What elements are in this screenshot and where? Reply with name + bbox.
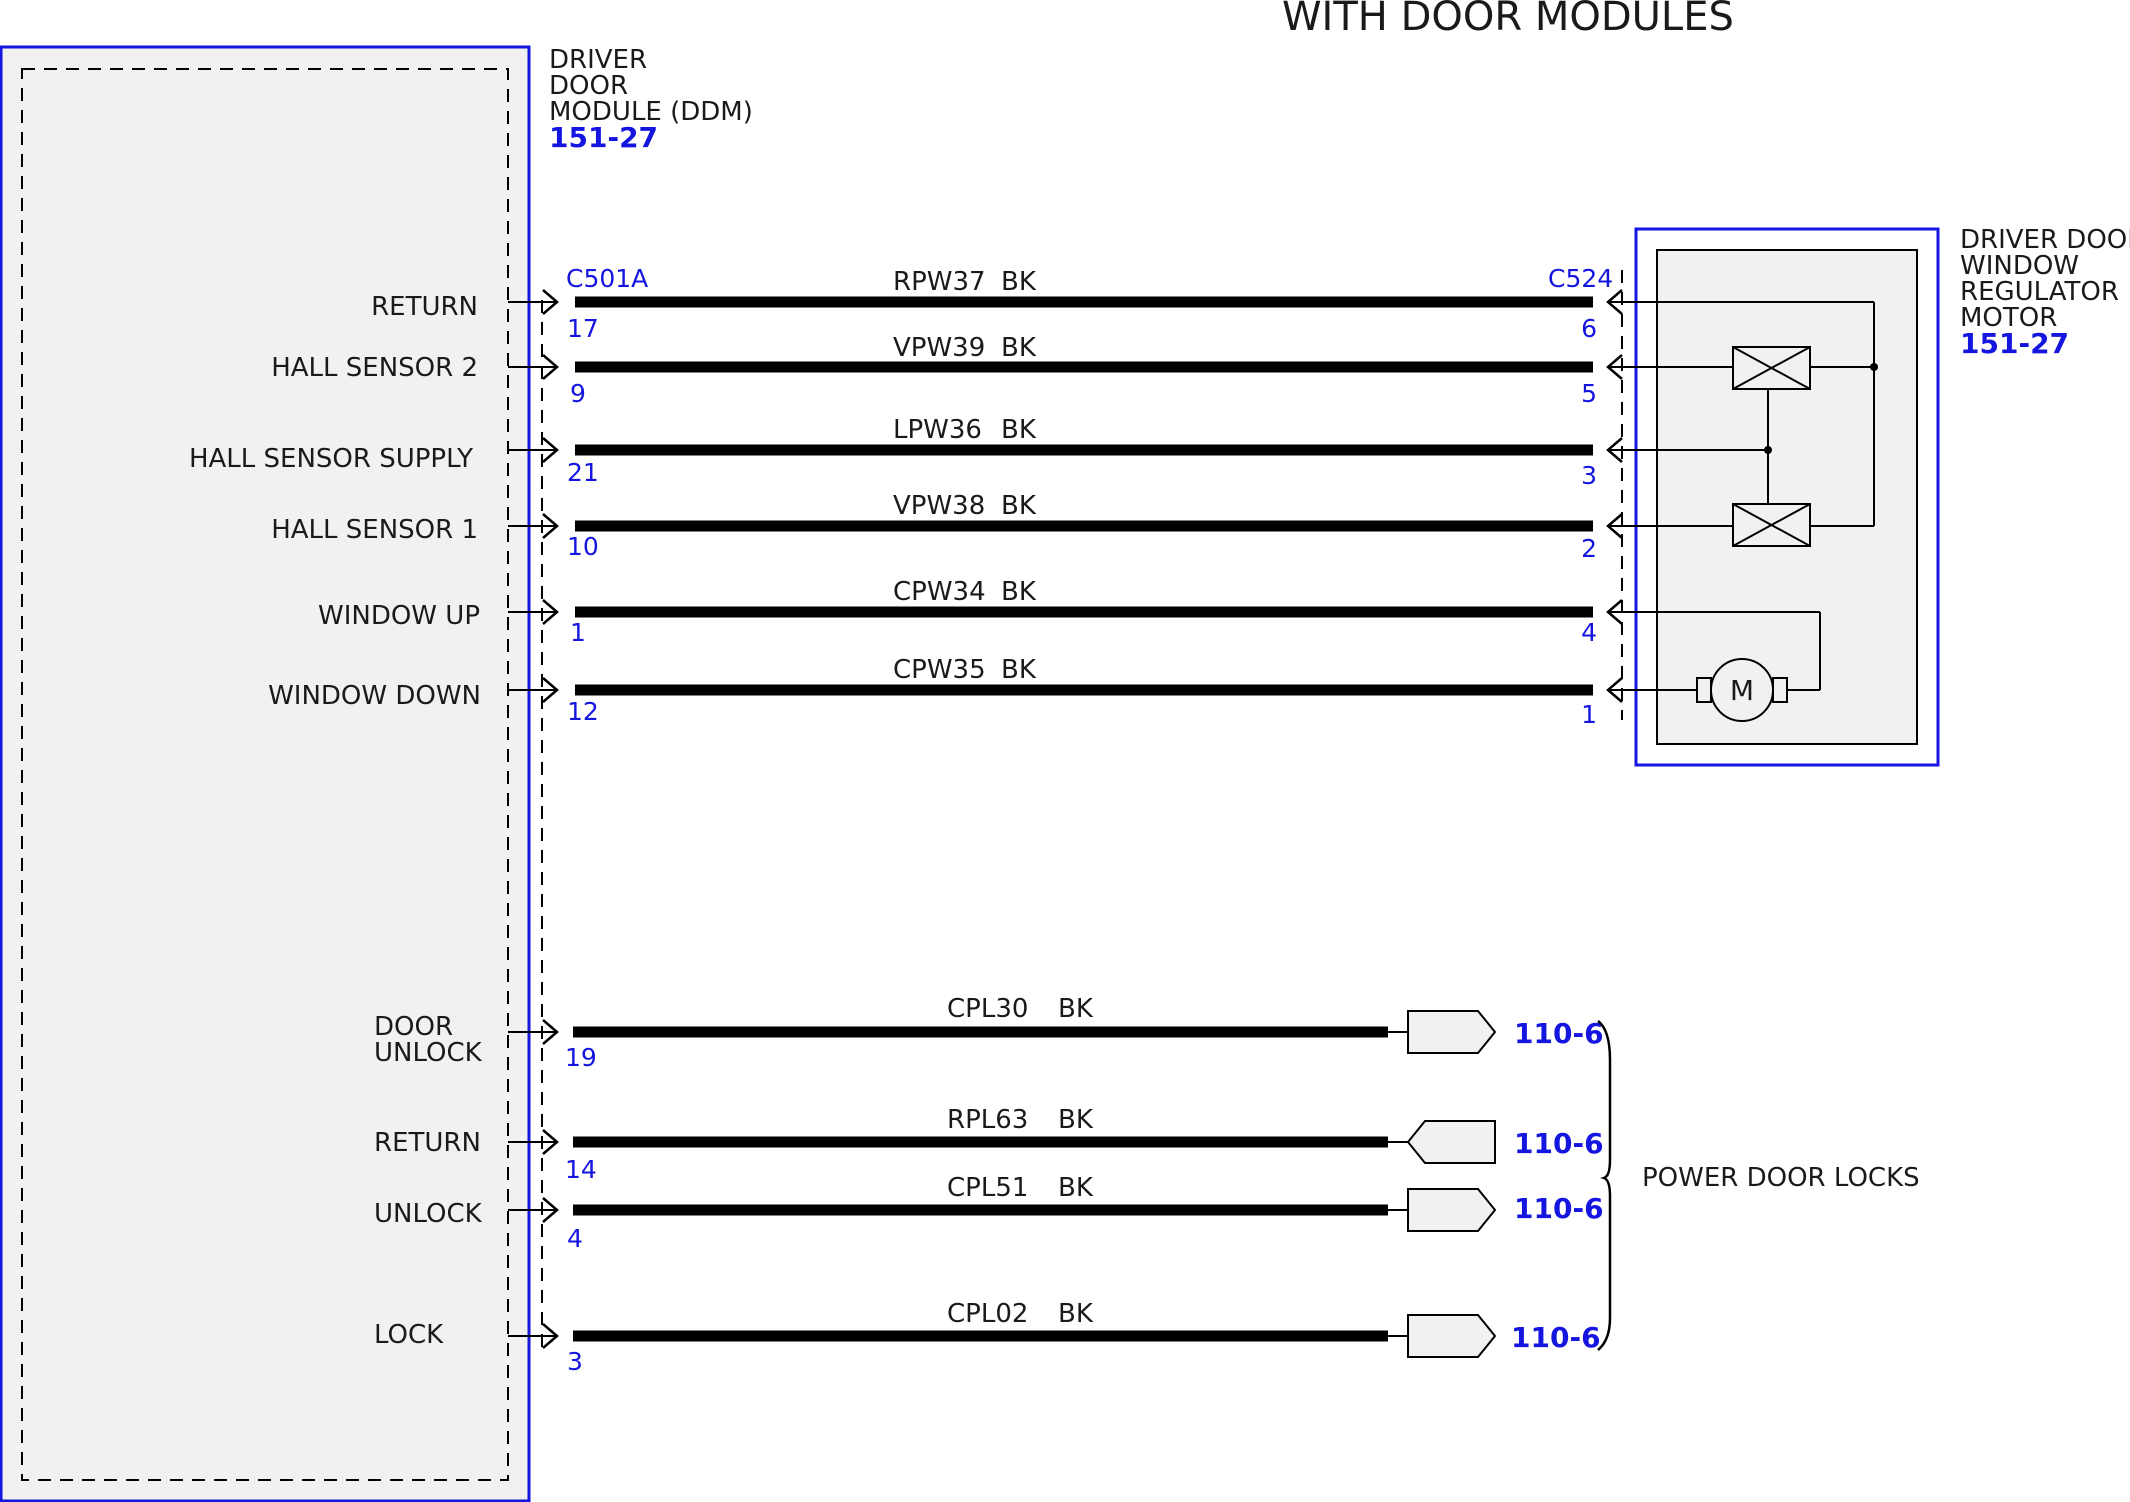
wire-color: BK (1001, 577, 1037, 607)
hall-sensor-1-element (1732, 503, 1811, 547)
lock-label-line: DOOR (374, 1012, 453, 1042)
pin-left: 3 (567, 1347, 583, 1376)
circuit-label: HALL SENSOR 2 (271, 353, 478, 383)
diagram-title: WITH DOOR MODULES (1282, 0, 1734, 40)
circuit-row: WINDOW UP 1 CPW34 BK 4 (318, 577, 1630, 647)
pin-left: 4 (567, 1224, 583, 1253)
motor-label: DRIVER DOOR WINDOW REGULATOR MOTOR 151-2… (1960, 225, 2130, 360)
lock-connector-in (1406, 1120, 1496, 1164)
wire-color: BK (1058, 1173, 1094, 1203)
lock-circuit-row: UNLOCK 110-6 4 CPL51 BK (374, 1173, 1604, 1253)
connector-c524: C524 (1548, 264, 1613, 293)
pin-right: 3 (1581, 461, 1597, 490)
circuit-id: LPW36 (893, 415, 982, 445)
pin-left: 17 (567, 314, 599, 343)
pin-right: 4 (1581, 618, 1597, 647)
lock-label-line: UNLOCK (374, 1038, 483, 1068)
power-door-locks-brace (1597, 1020, 1612, 1351)
pin-left: 10 (567, 532, 599, 561)
power-door-locks-label: POWER DOOR LOCKS (1642, 1163, 1920, 1193)
pin-right: 1 (1581, 700, 1597, 729)
circuit-id: CPL30 (947, 994, 1028, 1024)
ddm-name-line: DOOR (549, 71, 628, 101)
ddm-ref: 151-27 (549, 121, 658, 154)
motor-internal-circuit (1610, 301, 1875, 691)
motor-ref: 151-27 (1960, 327, 2069, 360)
lock-ref: 110-6 (1511, 1321, 1601, 1354)
motor-name-line: WINDOW (1960, 251, 2079, 281)
wire-color: BK (1001, 491, 1037, 521)
circuit-label: WINDOW UP (318, 601, 480, 631)
motor-name-line: MOTOR (1960, 303, 2057, 333)
connector-c501a: C501A (566, 264, 648, 293)
wire-color: BK (1001, 655, 1037, 685)
circuit-row: RETURN 17 RPW37 BK 6 (371, 267, 1630, 343)
pin-left: 19 (565, 1043, 597, 1072)
wire-color: BK (1058, 1105, 1094, 1135)
lock-connector-out (1407, 1010, 1497, 1054)
circuit-label: WINDOW DOWN (268, 681, 481, 711)
lock-label-line: LOCK (374, 1320, 444, 1350)
hall-sensor-2-element (1732, 346, 1811, 390)
pin-left: 21 (567, 458, 599, 487)
lock-label-line: UNLOCK (374, 1199, 483, 1229)
ddm-name-line: DRIVER (549, 45, 647, 75)
lock-circuit-row: RETURN 110-6 14 RPL63 BK (374, 1105, 1604, 1184)
wire-color: BK (1001, 415, 1037, 445)
circuit-id: CPL51 (947, 1173, 1028, 1203)
driver-door-module (0, 45, 543, 1502)
wire-color: BK (1058, 1299, 1094, 1329)
lock-ref: 110-6 (1514, 1127, 1604, 1160)
pin-left: 9 (570, 379, 586, 408)
circuit-row: HALL SENSOR 1 10 VPW38 BK 2 (271, 491, 1630, 563)
pin-left: 14 (565, 1155, 597, 1184)
motor-name-line: DRIVER DOOR (1960, 225, 2130, 255)
circuit-label: HALL SENSOR SUPPLY (189, 444, 473, 474)
wire-color: BK (1001, 333, 1037, 363)
lock-ref: 110-6 (1514, 1192, 1604, 1225)
pin-left: 12 (567, 697, 599, 726)
circuit-id: CPW35 (893, 655, 986, 685)
motor-symbol: M (1696, 658, 1788, 722)
lock-connector-out (1407, 1314, 1497, 1358)
lock-circuit-row: DOOR UNLOCK 110-6 19 CPL30 BK (374, 994, 1604, 1072)
circuit-id: CPW34 (893, 577, 986, 607)
pin-right: 6 (1581, 314, 1597, 343)
pin-right: 5 (1581, 379, 1597, 408)
wire-color: BK (1058, 994, 1094, 1024)
ddm-name-line: MODULE (DDM) (549, 97, 753, 127)
circuit-row: HALL SENSOR SUPPLY 21 LPW36 BK 3 (189, 415, 1630, 490)
circuit-label: HALL SENSOR 1 (271, 515, 478, 545)
lock-label-line: RETURN (374, 1128, 481, 1158)
circuit-id: VPW39 (893, 333, 985, 363)
ddm-label: DRIVER DOOR MODULE (DDM) 151-27 (549, 45, 753, 154)
circuit-id: RPL63 (947, 1105, 1028, 1135)
lock-circuit-row: LOCK 110-6 3 CPL02 BK (374, 1299, 1601, 1376)
lock-connector-out (1407, 1188, 1497, 1232)
motor-name-line: REGULATOR (1960, 277, 2119, 307)
motor-m-label: M (1730, 674, 1754, 707)
circuit-id: VPW38 (893, 491, 985, 521)
circuit-row: HALL SENSOR 2 9 VPW39 BK 5 (271, 333, 1630, 408)
wire-color: BK (1001, 267, 1037, 297)
circuit-label: RETURN (371, 292, 478, 322)
circuit-id: CPL02 (947, 1299, 1028, 1329)
pin-right: 2 (1581, 534, 1597, 563)
lock-ref: 110-6 (1514, 1017, 1604, 1050)
junction-dot (1870, 363, 1878, 371)
circuit-row: WINDOW DOWN 12 CPW35 BK 1 (268, 655, 1630, 729)
junction-dot (1764, 446, 1772, 454)
pin-left: 1 (570, 618, 586, 647)
circuit-id: RPW37 (893, 267, 986, 297)
window-regulator-motor (1621, 227, 1940, 767)
